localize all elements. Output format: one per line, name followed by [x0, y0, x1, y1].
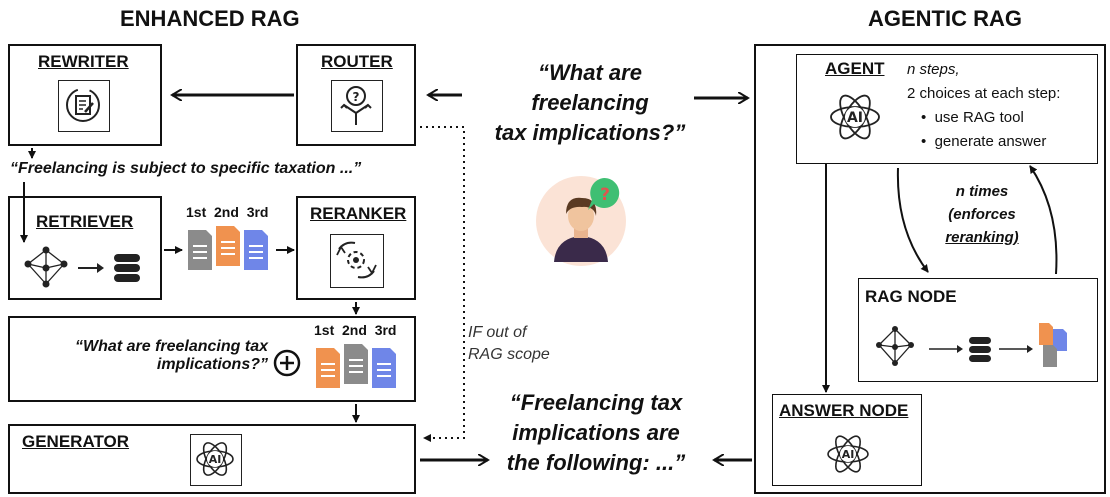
router-icon: ?: [331, 80, 383, 132]
rag-node-title: RAG NODE: [865, 287, 957, 306]
out-of-scope-line-2: RAG scope: [468, 346, 550, 363]
loop-line-1: n times: [955, 183, 1009, 200]
router-title: ROUTER: [321, 52, 393, 71]
retriever-neural-net-icon: [24, 246, 140, 288]
answer-node-box: ANSWER NODE AI: [772, 394, 922, 486]
plus-icon: [273, 349, 301, 377]
user-question-line-1: “What are: [538, 60, 642, 85]
agent-choice-2: • generate answer: [921, 133, 1047, 150]
arrow-out-of-scope-dotted: [420, 126, 465, 442]
agent-choice-2-text: generate answer: [934, 133, 1047, 150]
loop-line-3: reranking): [945, 229, 1019, 246]
user-person-icon: [554, 197, 608, 262]
context-rank-label-2: 2nd: [342, 322, 367, 338]
agent-title: AGENT: [825, 59, 885, 78]
retrieved-docs-icon: [188, 226, 268, 270]
answer-line-1: “Freelancing tax: [509, 390, 683, 415]
out-of-scope-line-1: IF out of: [468, 324, 527, 341]
user-question-line-2: freelancing: [531, 90, 649, 115]
agent-desc-line-2: 2 choices at each step:: [907, 85, 1061, 102]
question-bubble-icon: ?: [588, 177, 620, 210]
svg-text:?: ?: [353, 90, 360, 104]
rewriter-icon: [58, 80, 110, 132]
arrow-rag-node-to-agent: [1029, 165, 1058, 275]
rank-label-1: 1st: [186, 204, 207, 220]
retriever-title: RETRIEVER: [36, 212, 134, 231]
generator-ai-icon: AI: [190, 434, 242, 486]
rank-label-3: 3rd: [246, 204, 269, 220]
loop-label: n times (enforces reranking): [912, 180, 1052, 249]
rewriter-title: REWRITER: [38, 52, 129, 71]
answer-line-3: the following: ...”: [506, 450, 686, 475]
agent-ai-glyph: AI: [847, 110, 863, 126]
generator-title: GENERATOR: [22, 432, 130, 451]
context-query-line-1: “What are freelancing tax: [75, 338, 268, 355]
arrow-agent-to-rag-node: [896, 167, 929, 273]
question-bubble-glyph: ?: [600, 185, 610, 205]
answer-text: “Freelancing tax implications are the fo…: [476, 388, 716, 478]
context-rank-label-3: 3rd: [374, 322, 397, 338]
context-rank-label-1: 1st: [314, 322, 335, 338]
reranked-docs-icon: [316, 344, 396, 388]
agentic-rag-title: AGENTIC RAG: [868, 6, 1022, 31]
generator-ai-glyph: AI: [209, 453, 222, 466]
reranker-icon: [330, 234, 384, 288]
loop-line-2: (enforces: [948, 206, 1016, 223]
agent-desc-line-1: n steps,: [907, 61, 960, 78]
rewritten-query-text: “Freelancing is subject to specific taxa…: [10, 160, 362, 177]
rewriter-box: REWRITER: [8, 44, 162, 146]
reranker-title: RERANKER: [310, 204, 407, 223]
context-query-line-2: implications?”: [156, 356, 268, 373]
agent-choice-1-text: use RAG tool: [934, 109, 1024, 126]
user-question-line-3: tax implications?”: [494, 120, 686, 145]
rag-node-pipeline-icon: [876, 323, 1067, 367]
agent-choice-1: • use RAG tool: [921, 109, 1024, 126]
user-avatar: ?: [536, 176, 626, 266]
agent-ai-icon: AI: [830, 94, 880, 140]
generator-box: GENERATOR AI: [8, 424, 416, 494]
answer-node-ai-glyph: AI: [842, 448, 855, 461]
rag-node-box: RAG NODE: [858, 278, 1098, 382]
out-of-scope-text: IF out of RAG scope: [468, 322, 550, 366]
enhanced-rag-title: ENHANCED RAG: [120, 6, 300, 31]
answer-line-2: implications are: [512, 420, 680, 445]
rank-labels-top: 1st 2nd 3rd: [186, 204, 286, 220]
answer-node-title: ANSWER NODE: [779, 401, 909, 420]
context-query-text: “What are freelancing tax implications?”: [28, 338, 268, 374]
router-box: ROUTER ?: [296, 44, 416, 146]
answer-node-ai-icon: AI: [827, 435, 869, 473]
reranker-box: RERANKER: [296, 196, 416, 300]
retriever-box: RETRIEVER: [8, 196, 162, 300]
rank-labels-context: 1st 2nd 3rd: [314, 322, 414, 338]
user-question-text: “What are freelancing tax implications?”: [470, 58, 710, 148]
rank-label-2: 2nd: [214, 204, 239, 220]
agent-box: AGENT AI n steps, 2 choices at each step…: [796, 54, 1098, 164]
context-box: “What are freelancing tax implications?”…: [8, 316, 416, 402]
